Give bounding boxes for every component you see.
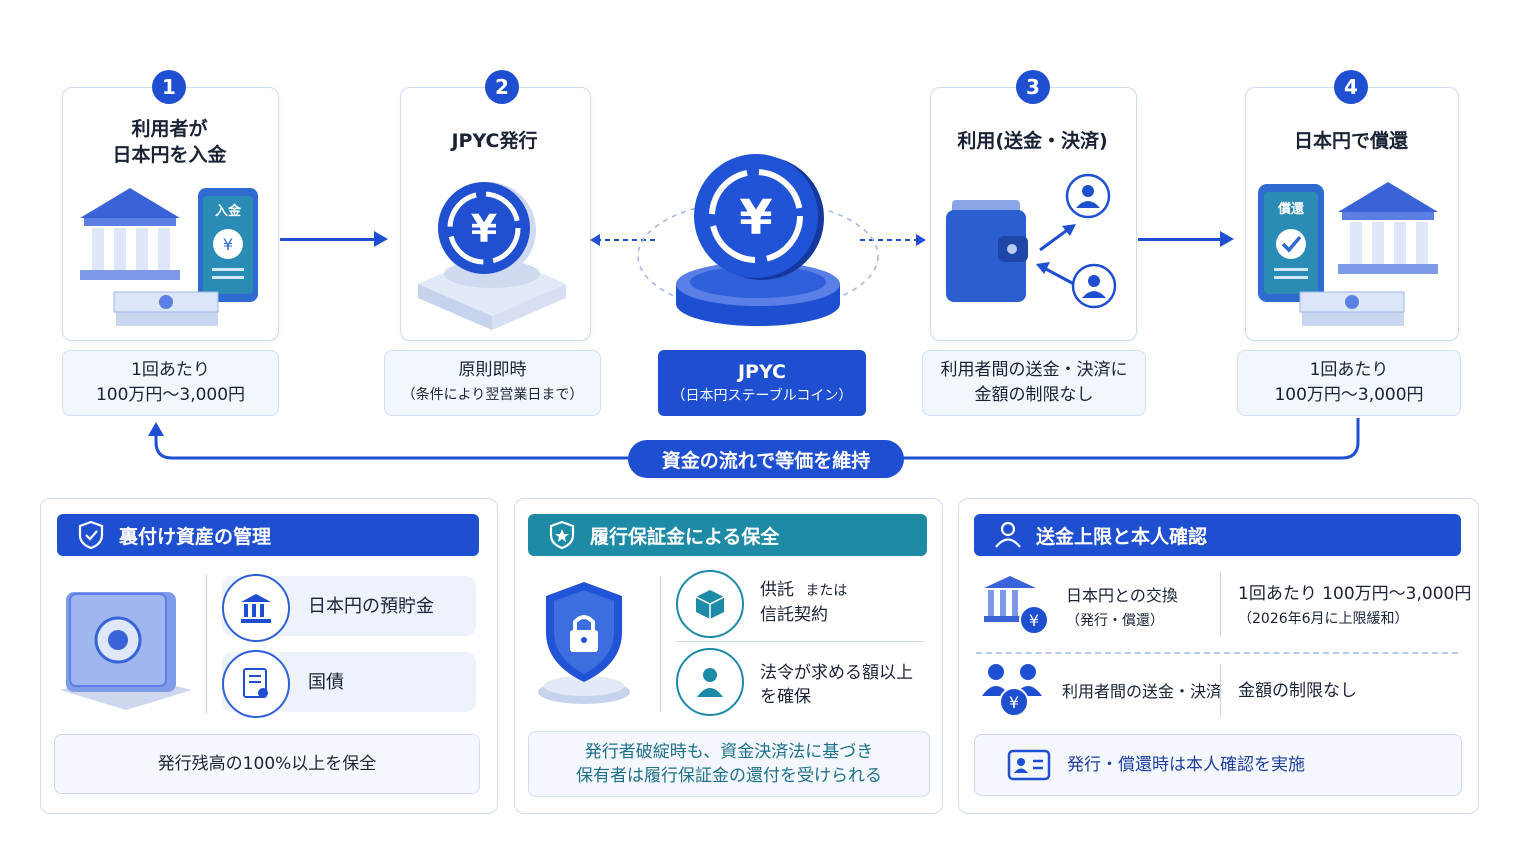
center-label-box: JPYC （日本円ステーブルコイン） (658, 350, 866, 416)
certificate-icon (222, 650, 290, 718)
guarantee-header: 履行保証金による保全 (528, 514, 927, 556)
limits-row2-value: 金額の制限なし (1238, 681, 1357, 701)
limits-dashed-divider (976, 652, 1458, 654)
users-yen-icon: ¥ (982, 664, 1042, 717)
limits-row2-label: 利用者間の送金・決済 (1062, 682, 1223, 701)
limits-header: 送金上限と本人確認 (974, 514, 1461, 556)
step1-note-line2: 100万円〜3,000円 (95, 385, 246, 405)
step3-note-line2: 金額の制限なし (974, 385, 1094, 405)
safe-icon (60, 592, 192, 710)
step2-number: 2 (485, 70, 519, 104)
shield-lock-icon (538, 582, 630, 704)
backing-item1-label: 日本円の預貯金 (308, 596, 434, 617)
limits-row2-divider (1220, 664, 1221, 718)
limits-row1-label-line2: （発行・償還） (1066, 613, 1164, 629)
bank-building-icon (222, 574, 290, 642)
guarantee-item1: 供託 または 信託契約 (760, 578, 847, 627)
step3-number: 3 (1016, 70, 1050, 104)
guarantee-item-divider (676, 641, 924, 642)
backing-header: 裏付け資産の管理 (57, 514, 479, 556)
guarantee-footer-line1: 発行者破綻時も、資金決済法に基づき (584, 742, 874, 762)
step3-title: 利用(送金・決済) (957, 130, 1108, 152)
phone-redeem-icon (1258, 184, 1324, 302)
limits-footer: 発行・償還時は本人確認を実施 (974, 734, 1462, 796)
phone-icon: ¥ (198, 188, 258, 302)
person-icon (676, 648, 744, 716)
limits-row1-value: 1回あたり 100万円〜3,000円 （2026年6月に上限緩和） (1238, 582, 1471, 631)
guarantee-item2-line2: を確保 (760, 687, 811, 707)
step1-note: 1回あたり 100万円〜3,000円 (62, 350, 279, 416)
step4-number: 4 (1334, 70, 1368, 104)
phone-deposit-label: 入金 (214, 204, 241, 219)
arrow-3-to-4 (1138, 231, 1234, 247)
guarantee-footer-line2: 保有者は履行保証金の還付を受けられる (576, 766, 882, 786)
backing-item2-label: 国債 (308, 672, 344, 693)
step1-title: 利用者が 日本円を入金 (112, 118, 227, 166)
step4-note-line1: 1回あたり (1309, 360, 1389, 380)
jpyc-issue-coin-icon: ¥ (418, 182, 566, 330)
limits-row1-divider (1220, 572, 1221, 636)
step3-note-line1: 利用者間の送金・決済に (940, 360, 1128, 380)
loop-label: 資金の流れで等価を維持 (628, 440, 904, 478)
phone-redeem-label: 償還 (1277, 202, 1304, 217)
arrow-1-to-2 (280, 231, 388, 247)
guarantee-footer: 発行者破綻時も、資金決済法に基づき 保有者は履行保証金の還付を受けられる (528, 731, 930, 797)
banknotes-icon-right (1299, 291, 1405, 326)
guarantee-item1-line1: 供託 (760, 580, 794, 600)
user-shield-icon (988, 520, 1028, 550)
step2-note-line1: 原則即時 (458, 360, 527, 380)
step4-note-line2: 100万円〜3,000円 (1274, 385, 1424, 405)
guarantee-item2-line1: 法令が求める額以上 (760, 663, 913, 683)
step4-note: 1回あたり 100万円〜3,000円 (1237, 350, 1461, 416)
backing-footer: 発行残高の100%以上を保全 (54, 734, 480, 794)
user-icon-top (1065, 173, 1111, 219)
limits-title: 送金上限と本人確認 (1036, 525, 1208, 548)
guarantee-item1-line2: 信託契約 (760, 605, 828, 625)
guarantee-item2: 法令が求める額以上 を確保 (760, 661, 913, 709)
limits-row1-value-line2: （2026年6月に上限緩和） (1238, 611, 1409, 627)
center-jpyc-coin: ¥ (590, 154, 926, 326)
trust-box-icon (676, 570, 744, 638)
svg-text:¥: ¥ (471, 207, 497, 251)
guarantee-item1-suffix: または (805, 583, 848, 599)
shield-star-icon (542, 520, 582, 550)
guarantee-title: 履行保証金による保全 (590, 525, 780, 548)
step3-note: 利用者間の送金・決済に 金額の制限なし (922, 350, 1146, 416)
step1-number: 1 (152, 70, 186, 104)
limits-row1-value-line1: 1回あたり 100万円〜3,000円 (1238, 584, 1472, 604)
id-card-icon (1007, 749, 1051, 781)
svg-text:¥: ¥ (1029, 611, 1039, 630)
banknotes-icon (113, 291, 219, 326)
center-label-line1: JPYC (737, 361, 787, 383)
bank-icon-right (1338, 182, 1438, 274)
limits-row1-label-line1: 日本円との交換 (1066, 586, 1178, 605)
user-icon-bottom (1071, 263, 1117, 309)
backing-divider (206, 574, 207, 714)
shield-check-icon (71, 520, 111, 550)
wallet-icon (946, 200, 1028, 302)
step4-title: 日本円で償還 (1293, 130, 1408, 152)
backing-title: 裏付け資産の管理 (119, 525, 272, 548)
step2-note-line2: （条件により翌営業日まで） (401, 387, 584, 403)
svg-text:¥: ¥ (223, 235, 233, 254)
step2-note: 原則即時 （条件により翌営業日まで） (384, 350, 601, 416)
limits-footer-text: 発行・償還時は本人確認を実施 (1067, 755, 1305, 775)
bank-icon (80, 188, 180, 280)
bank-yen-icon: ¥ (984, 576, 1049, 635)
center-label-line2: （日本円ステーブルコイン） (671, 388, 853, 404)
transfer-arrows-icon (1036, 224, 1076, 286)
limits-row1-label: 日本円との交換 （発行・償還） (1066, 584, 1178, 633)
guarantee-divider (660, 576, 661, 712)
svg-text:¥: ¥ (739, 190, 772, 246)
svg-text:¥: ¥ (1009, 693, 1019, 712)
step2-title: JPYC発行 (451, 130, 538, 152)
step1-note-line1: 1回あたり (131, 360, 210, 380)
